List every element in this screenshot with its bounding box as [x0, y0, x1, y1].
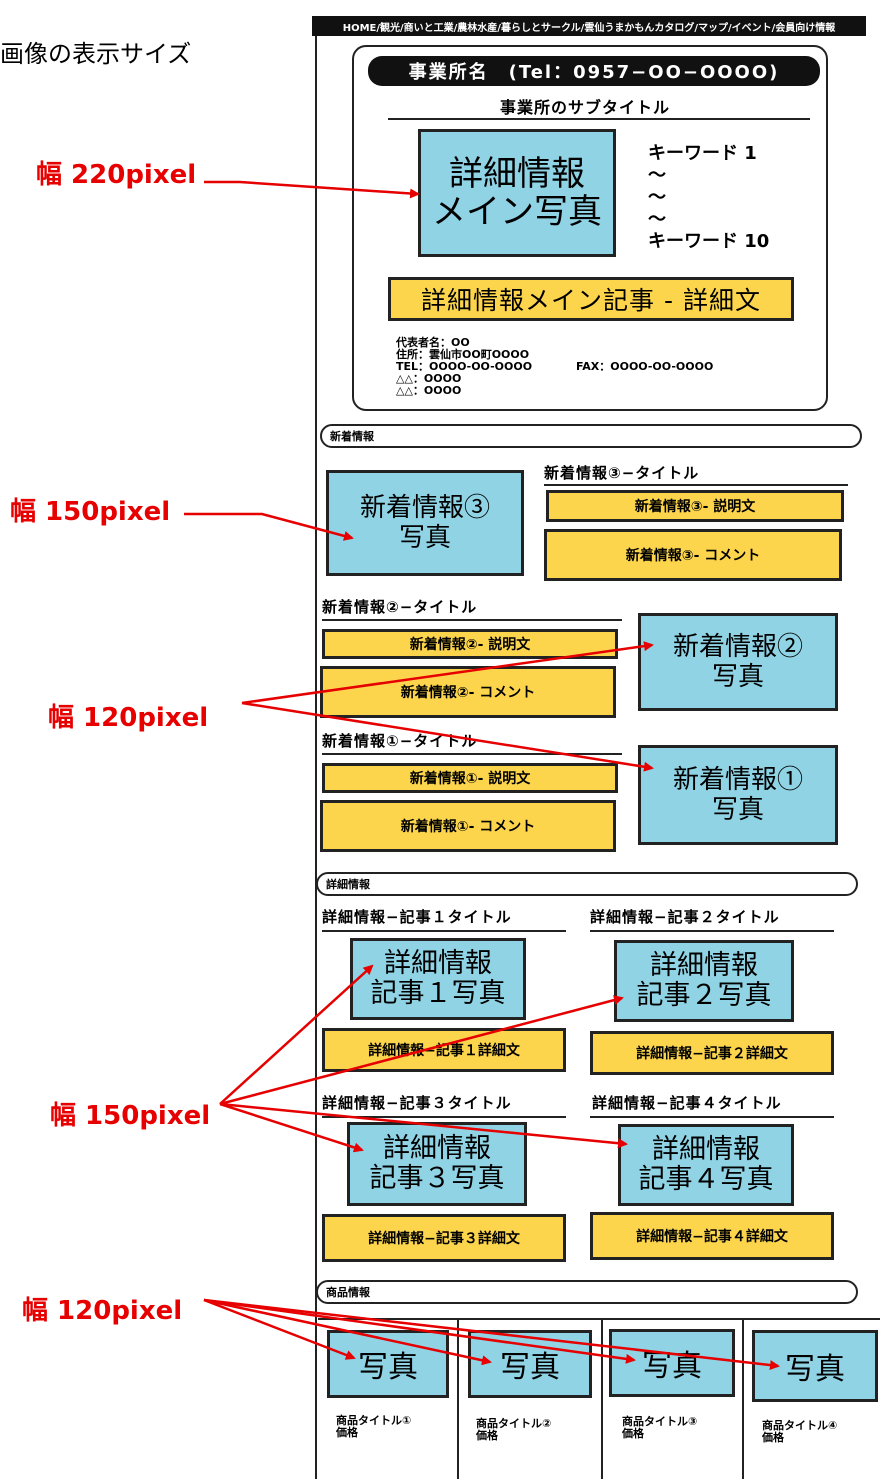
product3-info: 商品タイトル③ 価格	[622, 1416, 697, 1440]
news3-rule	[544, 484, 848, 486]
info-extra: △△：OOOO	[396, 372, 462, 385]
news1-desc: 新着情報①- 説明文	[322, 763, 618, 793]
product3-price: 価格	[622, 1427, 644, 1440]
product2-price: 価格	[476, 1429, 498, 1442]
detail2-rule	[590, 930, 834, 932]
subtitle-rule	[388, 118, 810, 120]
section-bar-products: 商品情報	[316, 1280, 858, 1304]
page-label: 画像の表示サイズ	[0, 40, 192, 68]
detail3-photo: 詳細情報 記事３写真	[347, 1122, 527, 1206]
news2-photo: 新着情報② 写真	[638, 613, 838, 711]
detail1-photo: 詳細情報 記事１写真	[350, 938, 526, 1020]
keyword-1: キーワード 1	[648, 143, 757, 164]
nav-bar[interactable]: HOME/観光/商いと工業/農林水産/暮らしとサークル/雲仙うまかもんカタログ/…	[312, 16, 866, 36]
news2-comment: 新着情報②- コメント	[320, 666, 616, 718]
news3-desc: 新着情報③- 説明文	[546, 490, 844, 522]
main-photo: 詳細情報 メイン写真	[418, 129, 616, 257]
info-fax: FAX：OOOO-OO-OOOO	[576, 360, 714, 373]
info-extra: △△：OOOO	[396, 384, 462, 397]
products-top-rule	[318, 1318, 880, 1320]
callout-120-products: 幅 120pixel	[22, 1296, 183, 1326]
product1-title: 商品タイトル①	[336, 1414, 412, 1427]
product1-price: 価格	[336, 1426, 358, 1439]
info-tel: TEL：OOOO-OO-OOOO	[396, 360, 533, 373]
callout-220: 幅 220pixel	[36, 160, 197, 190]
detail4-rule	[590, 1116, 834, 1118]
info-address: 住所：雲仙市OO町OOOO	[396, 348, 530, 361]
product4-title: 商品タイトル④	[762, 1419, 838, 1432]
arrow-120-p3	[203, 1298, 636, 1364]
keyword-tilde: 〜	[648, 165, 666, 186]
callout-150-news: 幅 150pixel	[10, 497, 171, 527]
keyword-tilde: 〜	[648, 187, 666, 208]
arrow-120-p1	[203, 1298, 356, 1360]
keyword-list: キーワード 1 〜 〜 〜 キーワード 10	[648, 143, 769, 253]
detail3-rule	[322, 1116, 566, 1118]
news1-comment: 新着情報①- コメント	[320, 800, 616, 852]
product2-info: 商品タイトル② 価格	[476, 1418, 551, 1442]
detail3-text: 詳細情報−記事３詳細文	[322, 1214, 566, 1262]
office-subtitle: 事業所のサブタイトル	[500, 98, 671, 117]
news1-rule	[322, 753, 622, 755]
product-divider	[457, 1318, 459, 1479]
news2-title: 新着情報②−タイトル	[322, 598, 478, 616]
callout-120-news: 幅 120pixel	[48, 703, 209, 733]
keyword-10: キーワード 10	[648, 231, 770, 252]
product3-photo: 写真	[609, 1329, 735, 1397]
page-border-left	[315, 36, 317, 1479]
detail3-title: 詳細情報−記事３タイトル	[322, 1094, 512, 1112]
callout-150-detail: 幅 150pixel	[50, 1101, 211, 1131]
product2-title: 商品タイトル②	[476, 1417, 552, 1430]
news1-photo: 新着情報① 写真	[638, 745, 838, 845]
section-bar-detail: 詳細情報	[316, 872, 858, 896]
detail4-photo: 詳細情報 記事４写真	[618, 1124, 794, 1206]
product4-price: 価格	[762, 1431, 784, 1444]
arrow-150-d1	[219, 964, 374, 1105]
office-name-bar: 事業所名 (Tel：0957−OO−OOOO)	[368, 56, 820, 86]
arrow-150-d4	[219, 1102, 628, 1149]
product3-title: 商品タイトル③	[622, 1415, 698, 1428]
arrow-120-p2	[203, 1298, 492, 1366]
detail2-text: 詳細情報−記事２詳細文	[590, 1031, 834, 1075]
arrow-220	[204, 180, 420, 199]
arrow-150-d2	[219, 995, 624, 1106]
news3-comment: 新着情報③- コメント	[544, 529, 842, 581]
header-frame	[352, 45, 828, 411]
keyword-tilde: 〜	[648, 209, 666, 230]
product-divider	[601, 1318, 603, 1479]
news2-rule	[322, 619, 622, 621]
product1-photo: 写真	[327, 1330, 449, 1398]
detail4-title: 詳細情報−記事４タイトル	[592, 1094, 782, 1112]
news3-photo: 新着情報③ 写真	[326, 470, 524, 576]
product1-info: 商品タイトル① 価格	[336, 1415, 411, 1439]
arrow-150-news	[184, 512, 354, 541]
detail1-rule	[322, 930, 566, 932]
detail2-title: 詳細情報−記事２タイトル	[590, 908, 780, 926]
news1-title: 新着情報①−タイトル	[322, 732, 478, 750]
section-bar-news: 新着情報	[320, 424, 862, 448]
office-info: 代表者名：OO 住所：雲仙市OO町OOOO TEL：OOOO-OO-OOOO F…	[396, 337, 806, 397]
product-divider	[742, 1318, 744, 1479]
detail4-text: 詳細情報−記事４詳細文	[590, 1212, 834, 1260]
detail2-photo: 詳細情報 記事２写真	[614, 940, 794, 1022]
news2-desc: 新着情報②- 説明文	[322, 629, 618, 659]
arrow-120-p4	[203, 1298, 780, 1371]
info-representative: 代表者名：OO	[396, 336, 470, 349]
info-tel-row: TEL：OOOO-OO-OOOO FAX：OOOO-OO-OOOO	[396, 361, 806, 373]
news3-title: 新着情報③−タイトル	[544, 464, 700, 482]
main-article: 詳細情報メイン記事 - 詳細文	[388, 277, 794, 321]
product4-info: 商品タイトル④ 価格	[762, 1420, 837, 1444]
arrow-120-news2	[241, 641, 654, 705]
arrow-150-d3	[219, 1102, 364, 1153]
detail1-title: 詳細情報−記事１タイトル	[322, 908, 512, 926]
arrow-120-news1	[241, 701, 654, 772]
